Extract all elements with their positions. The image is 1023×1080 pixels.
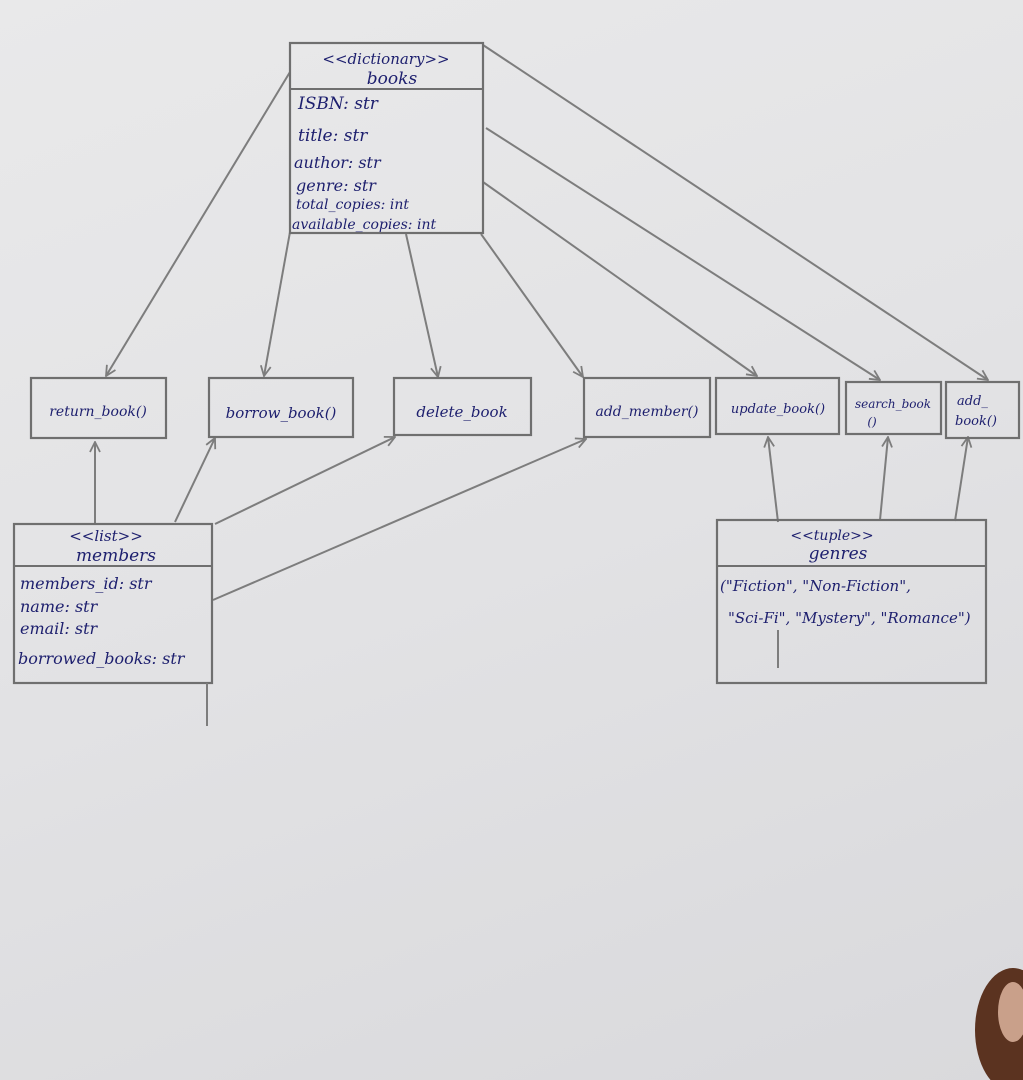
genres-connectors: [768, 437, 968, 523]
members-attr-id: members_id: str: [20, 574, 153, 593]
members-box: [12, 522, 214, 685]
borrow-book-label: borrow_book(): [226, 404, 337, 422]
members-connectors: [95, 437, 586, 601]
arrow-members-to-add-member: [212, 439, 586, 601]
genres-class: <<tuple>> genres ("Fiction", "Non-Fictio…: [715, 518, 988, 685]
books-attr-genre: genre: str: [296, 176, 377, 195]
function-add-member: add_member(): [582, 376, 712, 439]
add-book-label-1: add_: [957, 394, 988, 409]
genres-box: [715, 518, 988, 685]
books-attr-title: title: str: [298, 126, 368, 146]
add-book-label-2: book(): [955, 414, 997, 429]
add-member-box: [582, 376, 712, 439]
books-attr-available-copies: available_copies: int: [292, 217, 436, 233]
search-book-label-2: (): [867, 415, 877, 429]
members-attr-borrowed-books: borrowed_books: str: [18, 649, 186, 668]
function-update-book: update_book(): [714, 376, 841, 436]
fingertip: [975, 968, 1023, 1080]
arrow-genres-to-search-book: [879, 437, 888, 521]
return-book-box: [29, 376, 168, 440]
books-box: [288, 41, 485, 235]
books-connectors: [106, 44, 988, 380]
return-book-label: return_book(): [49, 404, 147, 420]
genres-stereotype: <<tuple>>: [790, 528, 873, 544]
books-stereotype: <<dictionary>>: [322, 50, 449, 68]
arrow-members-to-borrow-book: [174, 438, 215, 523]
arrow-genres-to-update-book: [768, 437, 779, 523]
function-return-book: return_book(): [29, 376, 168, 440]
arrow-books-to-delete-book: [405, 233, 438, 377]
arrow-books-to-search-book: [485, 127, 880, 380]
add-member-label: add_member(): [596, 404, 699, 420]
arrow-genres-to-add-book: [954, 437, 968, 522]
fingertip-nail: [998, 982, 1023, 1042]
function-borrow-book: borrow_book(): [207, 376, 355, 439]
arrow-books-to-add-book: [482, 44, 988, 380]
borrow-book-box: [207, 376, 355, 439]
update-book-box: [714, 376, 841, 436]
delete-book-label: delete_book: [416, 403, 507, 421]
books-class: <<dictionary>> books ISBN: str title: st…: [288, 41, 485, 235]
function-search-book: search_book (): [844, 380, 943, 436]
arrow-members-to-delete-book: [214, 437, 395, 525]
genres-values-line1: ("Fiction", "Non-Fiction",: [720, 577, 911, 595]
function-add-book: add_ book(): [944, 380, 1021, 440]
arrow-books-to-add-member: [480, 233, 583, 377]
function-delete-book: delete_book: [392, 376, 533, 437]
search-book-label-1: search_book: [855, 397, 931, 411]
search-book-box: [844, 380, 943, 436]
books-name: books: [367, 69, 418, 89]
genres-name: genres: [809, 544, 868, 564]
books-attr-total-copies: total_copies: int: [296, 197, 409, 213]
books-attr-isbn: ISBN: str: [297, 94, 379, 114]
arrow-books-to-update-book: [482, 181, 757, 376]
books-attr-author: author: str: [294, 153, 382, 172]
update-book-label: update_book(): [731, 402, 825, 417]
genres-values-line2: "Sci-Fi", "Mystery", "Romance"): [728, 609, 971, 627]
members-name: members: [76, 546, 156, 566]
delete-book-box: [392, 376, 533, 437]
members-stereotype: <<list>>: [69, 527, 143, 545]
members-attr-name: name: str: [20, 597, 99, 616]
arrow-books-to-return-book: [106, 71, 291, 376]
add-book-box: [944, 380, 1021, 440]
arrow-books-to-borrow-book: [264, 231, 291, 376]
members-class: <<list>> members members_id: str name: s…: [12, 522, 214, 685]
members-attr-email: email: str: [20, 619, 99, 638]
